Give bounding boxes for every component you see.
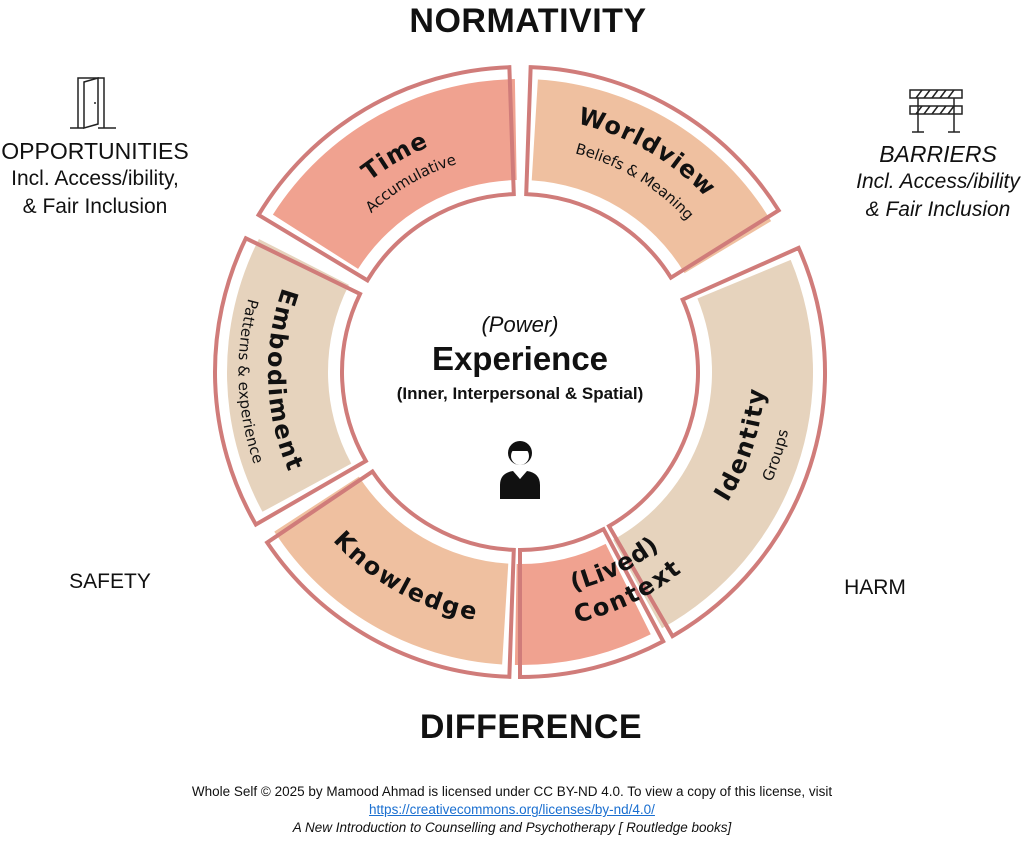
barriers-line2: & Fair Inclusion [865,198,1011,221]
power-label: (Power) [481,312,559,337]
opportunities-line1: Incl. Access/ibility, [11,167,179,190]
segment-identity-outline [606,245,827,639]
experience-title: Experience [431,340,609,377]
segment-worldview-fill [531,79,772,274]
opportunities-title: OPPORTUNITIES [1,138,189,164]
door-icon [68,76,118,135]
experience-subtitle: (Inner, Interpersonal & Spatial) [396,384,644,403]
segment-knowledge-outline [264,468,516,679]
normativity-label: NORMATIVITY [409,2,647,40]
segment-embodiment-fill [227,238,352,512]
barriers-title: BARRIERS [879,141,997,167]
segment-time-outline [255,65,516,284]
safety-label: SAFETY [69,570,151,593]
opportunities-block: OPPORTUNITIES Incl. Access/ibility, & Fa… [0,137,190,221]
license-text: Whole Self © 2025 by Mamood Ahmad is lic… [191,784,833,799]
license-link[interactable]: https://creativecommons.org/licenses/by-… [369,802,655,817]
segment-knowledge-fill [274,476,509,665]
road-barrier-icon [908,88,964,139]
segment-identity-fill [613,259,813,629]
footer: Whole Self © 2025 by Mamood Ahmad is lic… [0,783,1024,837]
harm-label: HARM [844,576,906,599]
segment-time-fill [272,79,517,269]
barriers-line1: Incl. Access/ibility [856,170,1020,193]
segment-context-fill [514,543,651,665]
segment-worldview-outline [524,65,782,281]
center-block: (Power) Experience (Inner, Interpersonal… [320,312,720,404]
segment-context-outline [518,526,666,680]
opportunities-line2: & Fair Inclusion [22,195,168,218]
segment-embodiment-outline [213,235,369,528]
person-icon [495,433,545,504]
difference-label: DIFFERENCE [419,708,643,746]
book-citation: A New Introduction to Counselling and Ps… [292,820,732,835]
barriers-block: BARRIERS Incl. Access/ibility & Fair Inc… [838,140,1024,224]
